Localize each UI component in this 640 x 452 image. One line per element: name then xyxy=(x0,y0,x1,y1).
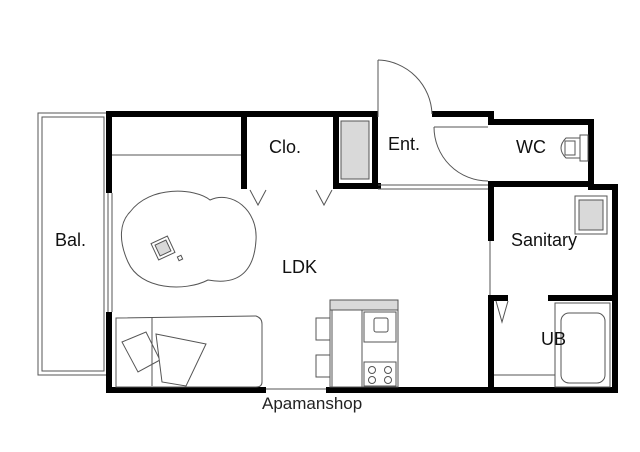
wc-label: WC xyxy=(516,137,546,157)
entrance-label: Ent. xyxy=(388,134,420,154)
balcony-label: Bal. xyxy=(55,230,86,250)
brand-watermark: Apamanshop xyxy=(262,394,362,413)
bathtub-fixture xyxy=(554,302,611,388)
balcony xyxy=(37,112,109,376)
closet-label: Clo. xyxy=(269,137,301,157)
bed xyxy=(115,315,263,388)
closet-doors xyxy=(249,189,333,207)
rug xyxy=(121,190,257,288)
sanitary-door xyxy=(495,300,509,324)
washbasin-fixture xyxy=(574,195,608,235)
walls xyxy=(106,111,618,393)
kitchen-stools xyxy=(315,317,331,378)
entrance-door xyxy=(377,59,433,117)
ub-label: UB xyxy=(541,329,566,349)
thin-partitions xyxy=(107,154,555,390)
floor-table xyxy=(150,235,184,262)
sanitary-label: Sanitary xyxy=(511,230,577,250)
toilet-fixture xyxy=(560,134,589,162)
wc-door xyxy=(433,126,489,182)
ldk-label: LDK xyxy=(282,257,317,277)
shoe-cabinet xyxy=(340,120,370,180)
kitchen-counter xyxy=(329,299,399,388)
